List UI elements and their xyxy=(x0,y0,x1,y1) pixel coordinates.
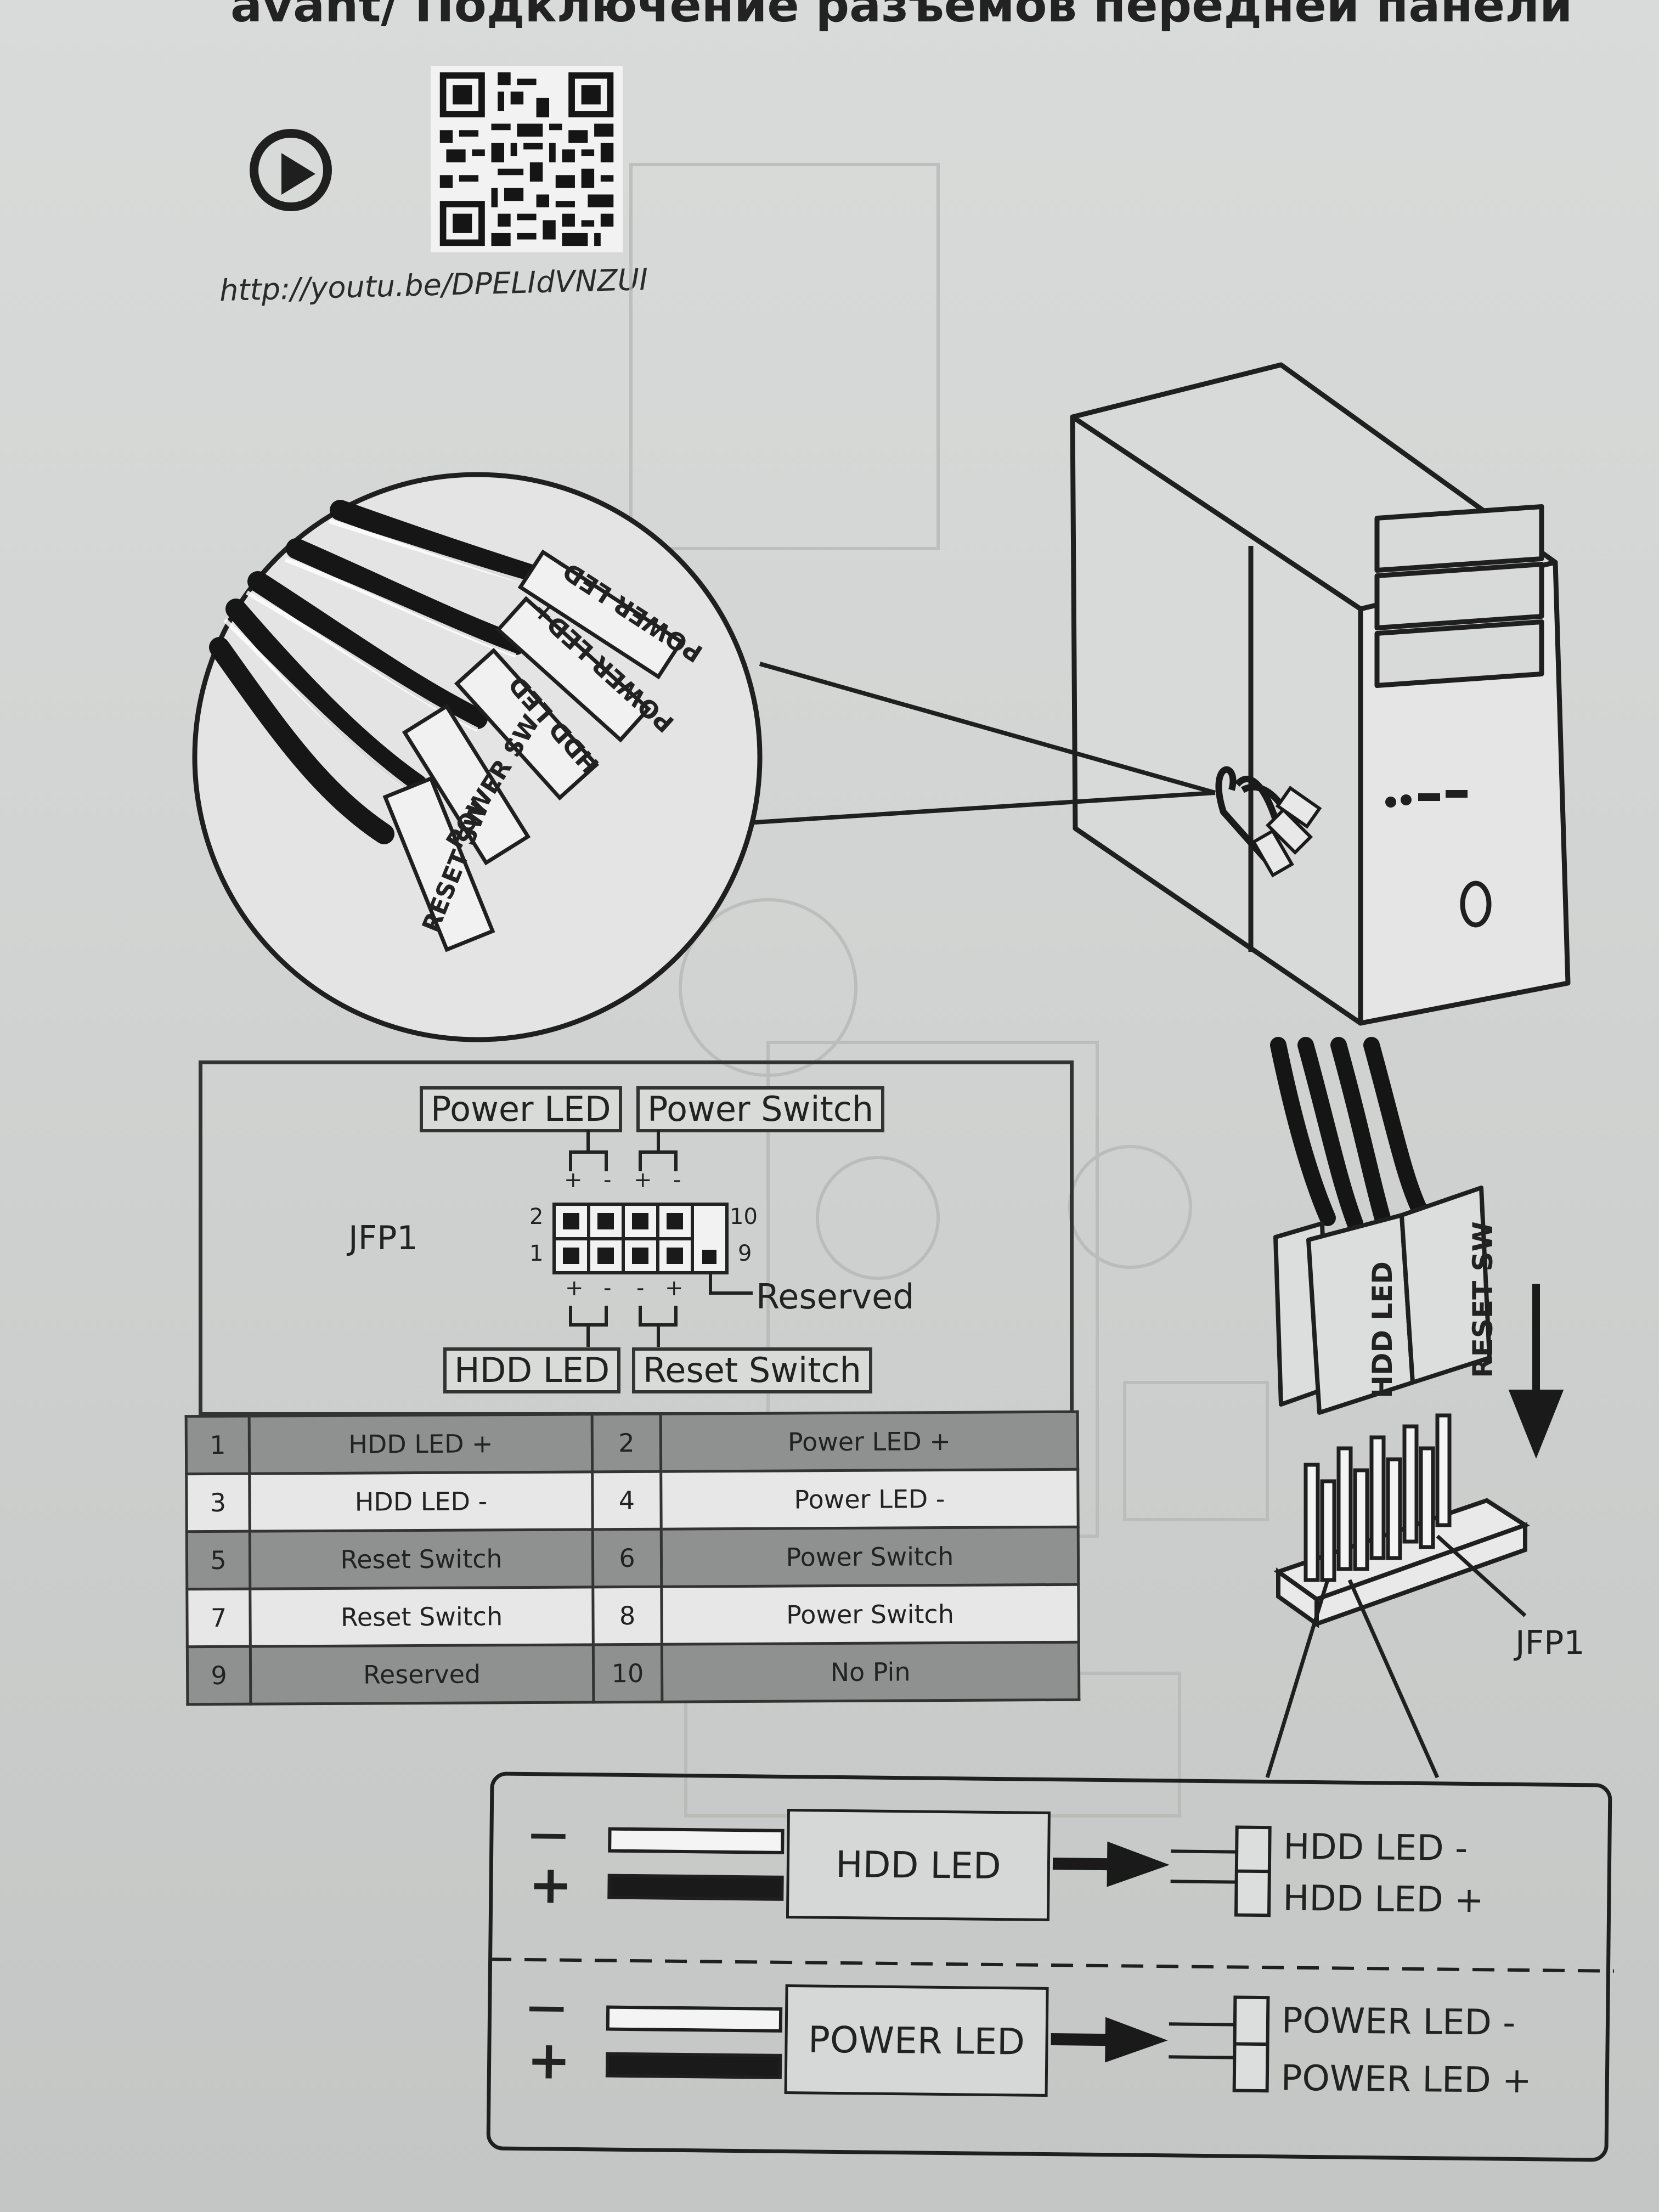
label-power-led: Power LED xyxy=(420,1086,622,1132)
table-cell: Power LED - xyxy=(661,1469,1079,1530)
hdd-led-connector: HDD LED xyxy=(786,1808,1051,1921)
pin-sign-minus: - xyxy=(636,1276,645,1301)
table-cell: HDD LED - xyxy=(249,1471,593,1532)
table-cell: 6 xyxy=(592,1529,662,1587)
table-cell: Reset Switch xyxy=(250,1529,593,1589)
table-cell: Power Switch xyxy=(661,1527,1079,1587)
table-cell: Reset Switch xyxy=(250,1587,594,1647)
table-cell: 1 xyxy=(186,1416,250,1474)
pin-sign-plus: + xyxy=(565,1276,584,1301)
plus-sign: + xyxy=(526,2029,572,2091)
table-cell: 4 xyxy=(592,1471,662,1530)
pin-sign-minus: - xyxy=(603,1167,612,1193)
table-cell: 8 xyxy=(592,1587,662,1645)
pin-sign-minus: - xyxy=(603,1276,612,1301)
table-cell: 10 xyxy=(593,1644,662,1702)
table-cell: 2 xyxy=(592,1414,661,1472)
label-reset-switch: Reset Switch xyxy=(632,1347,872,1393)
table-cell: 3 xyxy=(186,1474,250,1532)
power-led-plus-label: POWER LED + xyxy=(1280,2058,1532,2102)
table-cell: 7 xyxy=(187,1589,251,1647)
hdd-led-plus-label: HDD LED + xyxy=(1282,1878,1485,1921)
minus-sign: — xyxy=(529,1811,568,1857)
wiring-lines xyxy=(490,1825,1615,2093)
label-power-switch: Power Switch xyxy=(636,1086,885,1132)
table-cell: 9 xyxy=(187,1646,251,1705)
power-led-connector: POWER LED xyxy=(784,1984,1049,2097)
plus-sign: + xyxy=(528,1854,573,1916)
table-cell: No Pin xyxy=(662,1642,1079,1702)
table-cell: 5 xyxy=(187,1531,250,1589)
pin-number-2: 2 xyxy=(529,1204,544,1229)
table-cell: Power Switch xyxy=(661,1584,1079,1645)
wiring-polarity-box: — + — + HDD LED POWER LED HDD LED - HDD … xyxy=(486,1771,1615,2162)
table-cell: Power LED + xyxy=(661,1412,1078,1472)
pin-sign-minus: - xyxy=(673,1167,681,1193)
hdd-led-minus-label: HDD LED - xyxy=(1283,1826,1468,1869)
pin-sign-plus: + xyxy=(665,1276,684,1301)
table-cell: HDD LED + xyxy=(249,1414,592,1474)
pin-sign-plus: + xyxy=(564,1167,583,1193)
label-hdd-led: HDD LED xyxy=(443,1347,621,1393)
minus-sign: — xyxy=(527,1984,566,2029)
pin-sign-plus: + xyxy=(634,1167,652,1193)
pin-number-9: 9 xyxy=(738,1241,752,1266)
table-cell: Reserved xyxy=(250,1644,594,1705)
page-title: avant/ Подключение разъемов передней пан… xyxy=(230,0,1573,33)
pin-number-1: 1 xyxy=(529,1241,544,1266)
pin-number-10: 10 xyxy=(730,1204,758,1229)
power-led-minus-label: POWER LED - xyxy=(1281,2000,1516,2044)
header-jfp1-label: JFP1 xyxy=(1515,1624,1585,1662)
jfp1-title: JFP1 xyxy=(348,1219,418,1257)
label-reserved: Reserved xyxy=(756,1277,915,1317)
qr-code[interactable] xyxy=(431,66,623,252)
